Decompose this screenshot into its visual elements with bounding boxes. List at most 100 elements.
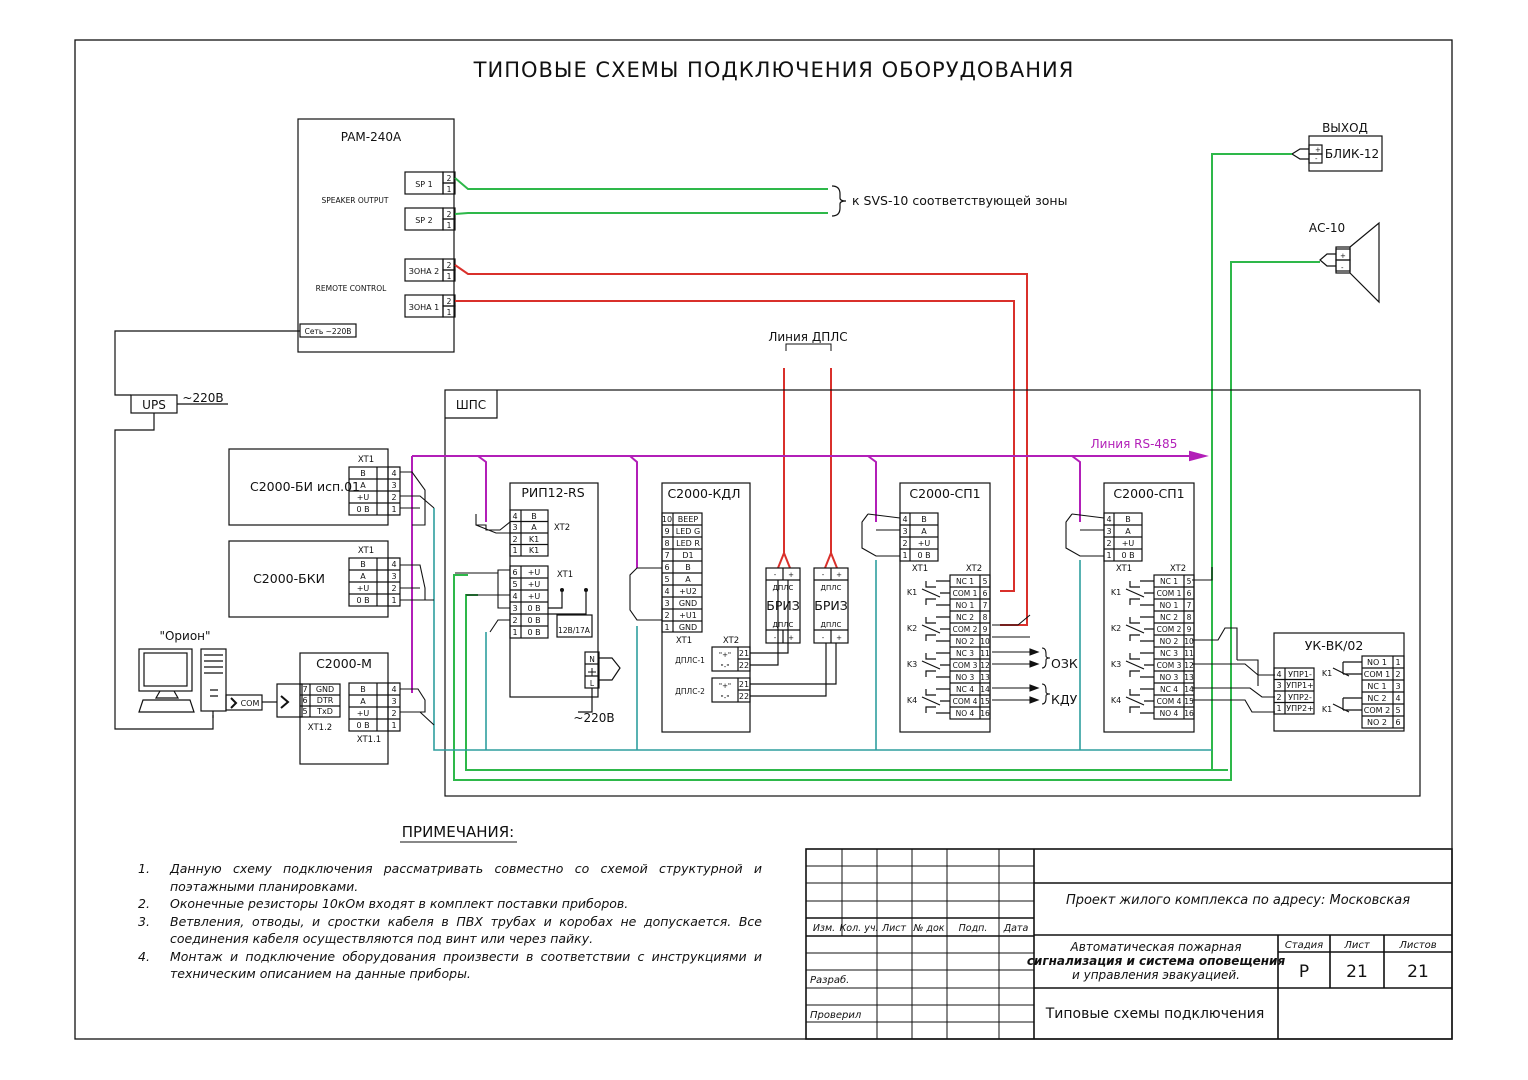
sp1-left-label: A (1125, 527, 1131, 536)
sp1-relay-label: NC 4 (1160, 685, 1178, 694)
sp1-left-label: 0 B (1121, 551, 1134, 560)
pam-remote-control: REMOTE CONTROL (316, 284, 387, 293)
sp1-relay-pin: 6 (983, 589, 988, 598)
sp1-relay-pin: 7 (1187, 601, 1192, 610)
ukvk-k1b: K1 (1322, 705, 1332, 714)
stamp-system-2: сигнализация и система оповещения (1027, 954, 1286, 968)
rip-b5: +U (528, 580, 541, 589)
sp1-name: С2000-СП1 (909, 486, 980, 501)
svg-text:+: + (788, 571, 794, 579)
s2000-kdl (661, 482, 837, 733)
stamp-sheet: 21 (1346, 962, 1368, 982)
sp1-name: С2000-СП1 (1113, 486, 1184, 501)
sp1-relay-pin: 8 (1187, 613, 1192, 622)
kdl-name: С2000-КДЛ (667, 486, 740, 501)
briz1-name: БРИЗ (766, 598, 799, 613)
kdl-pin-number: 8 (664, 539, 669, 548)
svg-text:-: - (822, 571, 825, 579)
c2000m-r2: 2 (391, 709, 396, 718)
pam-240a (297, 118, 456, 353)
mains-wire (114, 330, 300, 396)
sp1-relay-k: K2 (1111, 624, 1121, 633)
c2000m-r0: 0 B (356, 721, 369, 730)
sp1-left-label: B (1125, 515, 1131, 524)
c2000m-l6: 6 (302, 696, 307, 705)
note-text: Данную схему подключения рассматривать с… (170, 861, 762, 894)
rip-b2n: 2 (512, 616, 517, 625)
stamp-h-kol: Кол. уч. (840, 923, 879, 934)
rip-name: РИП12-RS (521, 485, 584, 500)
ukvk-r5: COM 2 (1364, 706, 1390, 715)
ground-line (433, 508, 1212, 751)
bki-n2: 2 (391, 584, 396, 593)
stamp-h-data: Дата (1003, 923, 1029, 934)
ukvk-r4: NC 2 (1367, 694, 1386, 703)
ukvk-upr1m: УПР1- (1288, 670, 1312, 679)
stamp-system-1: Автоматическая пожарная (1070, 940, 1242, 954)
kdl-p1: "+" (719, 651, 731, 659)
stamp-doc-title: Типовые схемы подключения (1045, 1006, 1265, 1022)
sp1-relay-pin: 10 (980, 637, 990, 646)
speaker-name: АС-10 (1309, 221, 1345, 235)
bi-t1: 0 B (356, 505, 369, 514)
sp1-left-pin: 1 (1106, 551, 1111, 560)
rip-xt1: XT1 (557, 570, 573, 580)
briz1-dpls-top: ДПЛС (773, 584, 794, 592)
sp1-relay-pin: 13 (980, 673, 990, 682)
stamp-stage-h: Стадия (1285, 940, 1323, 951)
sp1-left-pin: 2 (902, 539, 907, 548)
note-text: Оконечные резисторы 10кОм входят в компл… (170, 896, 629, 911)
kdl-dpls1: ДПЛС-1 (675, 656, 705, 665)
stamp-h-izm: Изм. (813, 923, 835, 934)
sp1-relay-pin: 14 (1184, 685, 1194, 694)
sp1-relay-pin: 7 (983, 601, 988, 610)
kdl-21b: 21 (739, 680, 749, 689)
c2000m-left-block: XT1.2 (308, 723, 332, 733)
c2000m-gnd: GND (316, 685, 334, 694)
svg-text:1: 1 (447, 185, 452, 194)
kdl-pin-label: +U1 (679, 611, 697, 620)
svg-text:2: 2 (447, 210, 452, 219)
sp1-relay-pin: 9 (1187, 625, 1192, 634)
ukvk-r6: NO 2 (1367, 718, 1387, 727)
sp1-left-pin: 4 (902, 515, 907, 524)
kdl-pin-label: LED R (676, 539, 700, 548)
stamp-system-3: и управления эвакуацией. (1072, 968, 1240, 982)
ukvk-r5n: 5 (1395, 706, 1400, 715)
c2000m-right-block: XT1.1 (357, 735, 381, 745)
svg-text:1: 1 (447, 221, 452, 230)
rip-t4n: 4 (512, 512, 517, 521)
bki-t2: +U (357, 584, 370, 593)
sp1-relay-label: NO 4 (956, 709, 975, 718)
ukvk-upr2p: УПР2+ (1286, 704, 1314, 713)
sp1-relay-pin: 11 (1184, 649, 1194, 658)
sp1-relay-label: NO 3 (956, 673, 975, 682)
pam-zone1: ЗОНА 1 (409, 303, 440, 312)
pam-sp1: SP 1 (415, 180, 433, 189)
ukvk-upr1p: УПР1+ (1286, 681, 1314, 690)
s2000-bi (228, 448, 401, 526)
kdl-pin-label: GND (679, 599, 697, 608)
kdl-xt2: XT2 (723, 636, 739, 646)
kdl-pin-label: BEEP (678, 515, 699, 524)
rip-b5n: 5 (512, 580, 517, 589)
bki-n1: 1 (391, 596, 396, 605)
note-number: 3. (138, 913, 150, 929)
svg-text:+: + (836, 571, 842, 579)
ups-label: UPS (142, 398, 166, 412)
sp1-relay-pin: 11 (980, 649, 990, 658)
sp1-relay-label: COM 2 (953, 625, 978, 634)
kdl-22a: 22 (739, 661, 749, 670)
bki-name: С2000-БКИ (253, 571, 325, 586)
ukvk-upr2m: УПР2- (1288, 693, 1312, 702)
sp1-relay-k: K2 (907, 624, 917, 633)
rip-t1: K1 (529, 546, 539, 555)
rip-b1: 0 B (527, 628, 540, 637)
ukvk-r1n: 1 (1395, 658, 1400, 667)
title-block (805, 848, 1453, 1040)
c2000m-rb: B (360, 685, 366, 694)
sp1-relay-k: K3 (1111, 660, 1121, 669)
rip-b6n: 6 (512, 568, 517, 577)
